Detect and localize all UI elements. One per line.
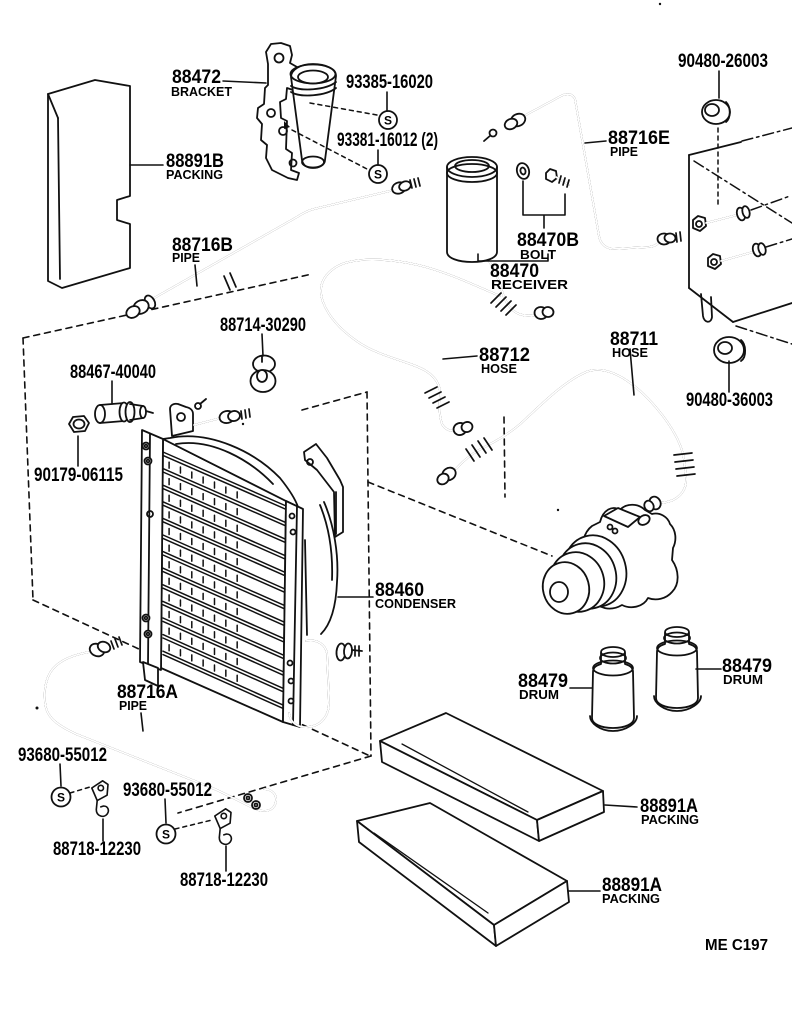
pipe-88716a-part bbox=[43, 636, 277, 812]
label-88470b-name: BOLT bbox=[520, 247, 556, 262]
label-90480-26003: 90480-26003 bbox=[678, 51, 768, 72]
label-88711-name: HOSE bbox=[612, 345, 648, 360]
grommet-90480-36003-part bbox=[713, 336, 747, 364]
pipe-88716e-part bbox=[503, 93, 682, 250]
label-88470-number: 88470 bbox=[490, 261, 539, 282]
label-88716b-number: 88716B bbox=[172, 235, 233, 256]
label-88472-name: BRACKET bbox=[171, 84, 232, 99]
packing-88891a-top-part bbox=[379, 712, 605, 842]
label-88716b-name: PIPE bbox=[172, 250, 200, 265]
condenser-88460-part bbox=[139, 398, 363, 728]
label-93385-16020: 93385-16020 bbox=[346, 72, 433, 93]
label-88712-name: HOSE bbox=[481, 361, 517, 376]
label-88718-12230-left: 88718-12230 bbox=[53, 839, 141, 860]
packing-88891b-part bbox=[47, 79, 131, 289]
label-93680-55012-right: 93680-55012 bbox=[123, 780, 212, 801]
grommet-90480-26003-part bbox=[701, 99, 731, 125]
screw-symbols: S S S S bbox=[50, 102, 398, 845]
label-88479-right-name: DRUM bbox=[723, 672, 763, 687]
screw-symbol-letter: S bbox=[384, 114, 392, 128]
clip-88718-right-part bbox=[213, 807, 233, 846]
packing-88891a-bottom-part bbox=[356, 802, 570, 947]
label-88470-name: RECEIVER bbox=[491, 277, 569, 292]
label-88891a-bottom-number: 88891A bbox=[602, 875, 662, 896]
label-88460-name: CONDENSER bbox=[375, 596, 457, 611]
screw-symbol-icon bbox=[378, 110, 398, 130]
screw-symbol-letter: S bbox=[162, 828, 170, 842]
label-88479-left-name: DRUM bbox=[519, 687, 559, 702]
valve-88467-40040-part bbox=[94, 401, 154, 424]
clip-88718-left-part bbox=[90, 779, 110, 818]
label-88711-number: 88711 bbox=[610, 329, 658, 350]
exploded-view-boundaries bbox=[22, 127, 792, 814]
compressor-drawing bbox=[541, 503, 679, 615]
label-88460-number: 88460 bbox=[375, 580, 424, 601]
hose-88711-part bbox=[436, 369, 696, 513]
scan-specks bbox=[35, 2, 662, 710]
label-88470b-number: 88470B bbox=[517, 230, 579, 251]
screw-symbol-icon bbox=[155, 823, 177, 845]
labels-and-leaders: 88472 BRACKET 93385-16020 90480-26003 88… bbox=[18, 51, 773, 954]
condenser-fins bbox=[162, 451, 286, 711]
bracket-88472-part bbox=[256, 42, 337, 181]
label-88712-number: 88712 bbox=[479, 345, 530, 366]
screw-symbol-icon bbox=[50, 786, 72, 808]
label-88716e-number: 88716E bbox=[608, 128, 670, 149]
label-88472-number: 88472 bbox=[172, 67, 221, 88]
label-93680-55012-left: 93680-55012 bbox=[18, 745, 107, 766]
label-88891a-top-number: 88891A bbox=[640, 796, 698, 817]
drum-88479-right-part bbox=[653, 626, 702, 712]
bolt-88470b-part bbox=[515, 162, 570, 188]
label-90179-06115: 90179-06115 bbox=[34, 465, 123, 486]
panel-bolt-lower bbox=[707, 238, 792, 270]
label-90480-36003: 90480-36003 bbox=[686, 390, 773, 411]
receiver-88470-part bbox=[446, 128, 536, 317]
label-88891b-number: 88891B bbox=[166, 151, 224, 172]
pipe-88716b-part bbox=[125, 177, 421, 319]
label-88891a-top-name: PACKING bbox=[641, 812, 699, 827]
label-88716e-name: PIPE bbox=[610, 144, 638, 159]
hose-88712-part bbox=[320, 258, 555, 436]
label-88479-right-number: 88479 bbox=[722, 656, 772, 677]
screw-symbol-letter: S bbox=[374, 168, 382, 182]
label-88716a-number: 88716A bbox=[117, 682, 178, 703]
screw-symbol-letter: S bbox=[57, 791, 65, 805]
nut-90179-06115-part bbox=[68, 415, 90, 433]
label-93381-16012: 93381-16012 (2) bbox=[337, 130, 438, 151]
label-88718-12230-right: 88718-12230 bbox=[180, 870, 268, 891]
label-88891a-bottom-name: PACKING bbox=[602, 891, 660, 906]
label-88479-left-number: 88479 bbox=[518, 671, 568, 692]
label-88467-40040: 88467-40040 bbox=[70, 362, 156, 383]
label-88714-30290: 88714-30290 bbox=[220, 315, 306, 336]
label-88891b-name: PACKING bbox=[166, 167, 223, 182]
cowl-panel-drawing bbox=[688, 141, 792, 323]
clamp-88714-30290-part bbox=[249, 354, 277, 393]
drawing-code: ME C197 bbox=[705, 937, 768, 954]
panel-bolt-upper bbox=[692, 195, 791, 232]
label-88716a-name: PIPE bbox=[119, 698, 147, 713]
drum-88479-left-part bbox=[589, 646, 638, 732]
